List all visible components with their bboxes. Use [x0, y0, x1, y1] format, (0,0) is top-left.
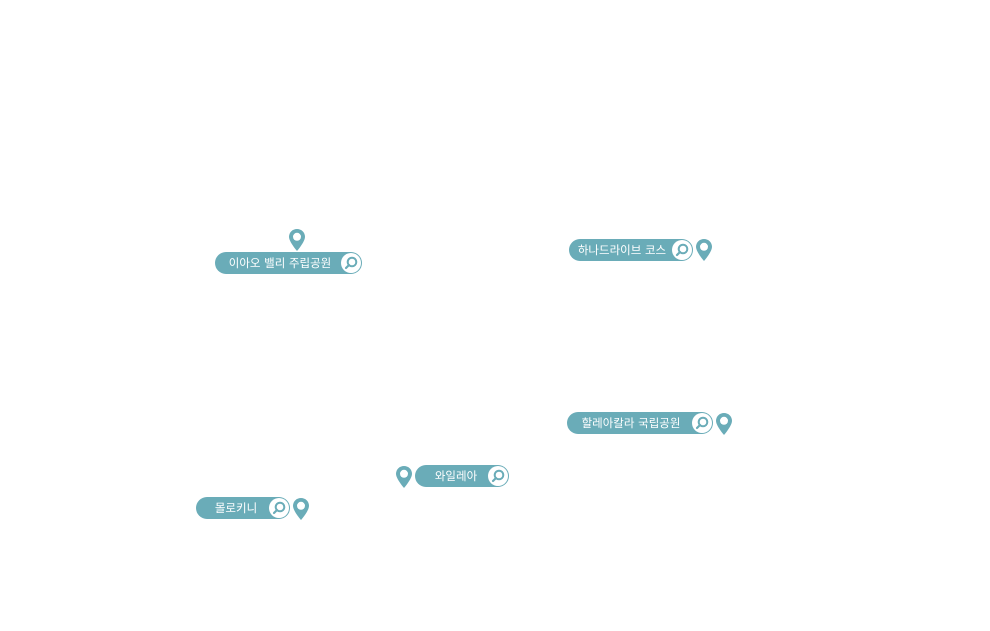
map-pin-icon[interactable] — [292, 497, 310, 521]
magnifier-icon[interactable] — [269, 498, 289, 518]
magnifier-icon[interactable] — [672, 240, 692, 260]
place-name: 몰로키니 — [214, 501, 258, 515]
magnifier-icon[interactable] — [488, 466, 508, 486]
place-label-molokini[interactable]: 몰로키니 — [196, 497, 290, 519]
place-label-iao-valley[interactable]: 이아오 밸리 주립공원 — [215, 252, 362, 274]
map-pin-icon[interactable] — [288, 228, 306, 252]
map-pin-icon[interactable] — [715, 412, 733, 436]
map-pin-icon[interactable] — [695, 238, 713, 262]
magnifier-icon[interactable] — [341, 253, 361, 273]
magnifier-icon[interactable] — [692, 413, 712, 433]
place-name: 이아오 밸리 주립공원 — [228, 256, 332, 270]
place-name: 하나드라이브 코스 — [577, 243, 667, 257]
place-name: 와일레아 — [434, 469, 478, 483]
place-label-wailea[interactable]: 와일레아 — [415, 465, 509, 487]
place-label-haleakala[interactable]: 할레아칼라 국립공원 — [567, 412, 713, 434]
map-pin-icon[interactable] — [395, 465, 413, 489]
place-label-hana-drive[interactable]: 하나드라이브 코스 — [569, 239, 693, 261]
place-name: 할레아칼라 국립공원 — [581, 416, 681, 430]
